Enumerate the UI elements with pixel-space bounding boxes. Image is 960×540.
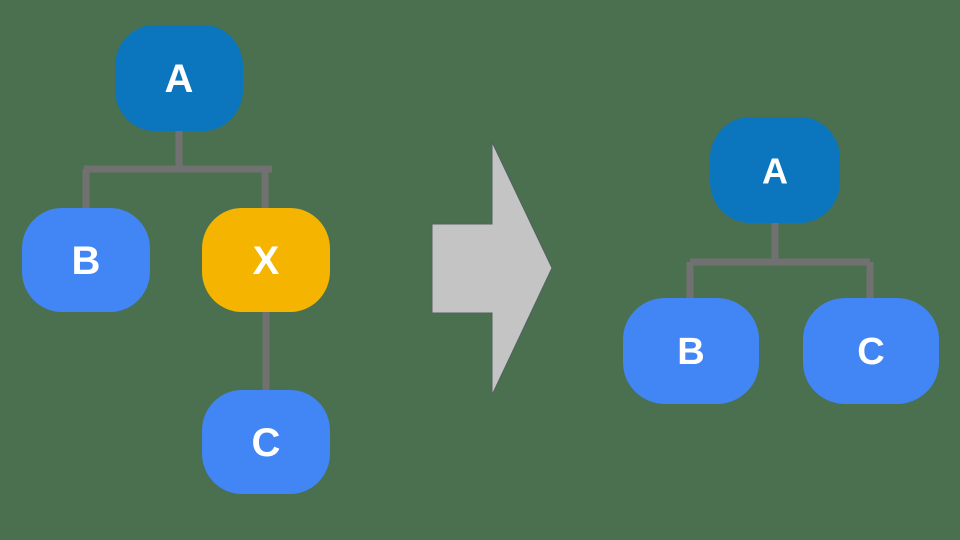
after-nodes: A B C <box>623 117 939 404</box>
node-shape-X <box>202 208 330 312</box>
node-B[interactable]: B <box>22 208 150 312</box>
node-shape-C <box>202 390 330 494</box>
node-shape-A2 <box>710 117 840 223</box>
node-B2[interactable]: B <box>623 298 759 404</box>
after-tree: A B C <box>623 117 939 404</box>
before-nodes: A B X C <box>22 25 330 494</box>
after-edges <box>686 222 874 301</box>
node-label-C2: C <box>857 331 884 373</box>
node-C2[interactable]: C <box>803 298 939 404</box>
node-A[interactable]: A <box>115 25 243 131</box>
arrow-right-icon <box>431 141 553 396</box>
node-shape-B2 <box>623 298 759 404</box>
edge-A-B <box>82 131 272 211</box>
node-X[interactable]: X <box>202 208 330 312</box>
node-label-B2: B <box>677 331 704 373</box>
transform-arrow <box>431 141 553 396</box>
edge-A2-B2 <box>686 222 870 301</box>
node-shape-B <box>22 208 150 312</box>
node-label-A: A <box>165 57 194 101</box>
node-label-C: C <box>252 421 281 465</box>
node-A2[interactable]: A <box>710 117 840 223</box>
node-label-X: X <box>253 239 280 283</box>
before-tree: A B X C <box>22 25 330 494</box>
node-label-B: B <box>72 239 101 283</box>
node-label-A2: A <box>762 151 788 192</box>
node-shape-C2 <box>803 298 939 404</box>
node-C[interactable]: C <box>202 390 330 494</box>
before-edges <box>82 131 272 391</box>
node-shape-A <box>115 25 243 131</box>
